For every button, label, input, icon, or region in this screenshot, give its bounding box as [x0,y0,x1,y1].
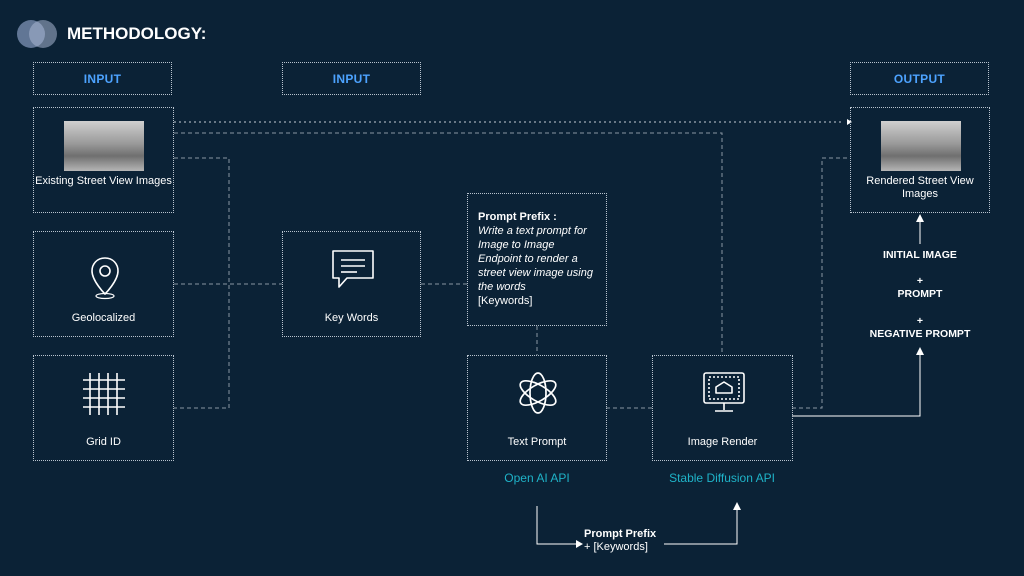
prompt-prefix-title: Prompt Prefix : [478,211,557,223]
prompt-prefix-box: Prompt Prefix : Write a text prompt for … [467,193,607,326]
street-view-box: Existing Street View Images [33,107,174,213]
plus-sign: + [916,275,924,287]
prompt-prefix-keywords: [Keywords] [478,295,533,307]
street-view-label: Existing Street View Images [35,175,172,187]
prompt-label: PROMPT [897,288,943,300]
key-words-label: Key Words [324,312,379,324]
street-view-photo [64,121,144,171]
rendered-street-view-box: Rendered Street View Images [850,107,990,213]
prompt-prefix-body: Write a text prompt for Image to Image E… [478,225,593,293]
methodology-logo-icon [16,17,60,51]
plus-sign: + [916,315,924,327]
rendered-street-view-label: Rendered Street View Images [866,175,974,200]
openai-api-label: Open AI API [504,471,570,485]
header-output: OUTPUT [850,62,989,95]
openai-logo-icon [519,372,557,414]
stable-diffusion-api-label: Stable Diffusion API [669,471,775,485]
geolocalized-label: Geolocalized [71,312,136,324]
text-prompt-box: Text Prompt [467,355,607,461]
grid-id-label: Grid ID [86,436,121,448]
grid-id-box: Grid ID [33,355,174,461]
rendered-street-view-photo [881,121,961,171]
render-inputs: INITIAL IMAGE + PROMPT + NEGATIVE PROMPT [850,249,990,341]
header-input-1: INPUT [33,62,172,95]
chat-bubble-icon [332,250,374,288]
image-render-label: Image Render [687,436,758,448]
grid-icon [83,373,125,415]
initial-image-label: INITIAL IMAGE [883,249,957,261]
bottom-prompt-label: Prompt Prefix + [Keywords] [584,528,657,553]
negative-prompt-label: NEGATIVE PROMPT [869,328,971,340]
key-words-box: Key Words [282,231,421,337]
page-title: METHODOLOGY: [67,24,207,43]
text-prompt-label: Text Prompt [507,436,567,448]
geolocalized-box: Geolocalized [33,231,174,337]
monitor-render-icon [703,372,745,412]
location-pin-icon [91,257,119,300]
image-render-box: Image Render [652,355,793,461]
header-input-2: INPUT [282,62,421,95]
